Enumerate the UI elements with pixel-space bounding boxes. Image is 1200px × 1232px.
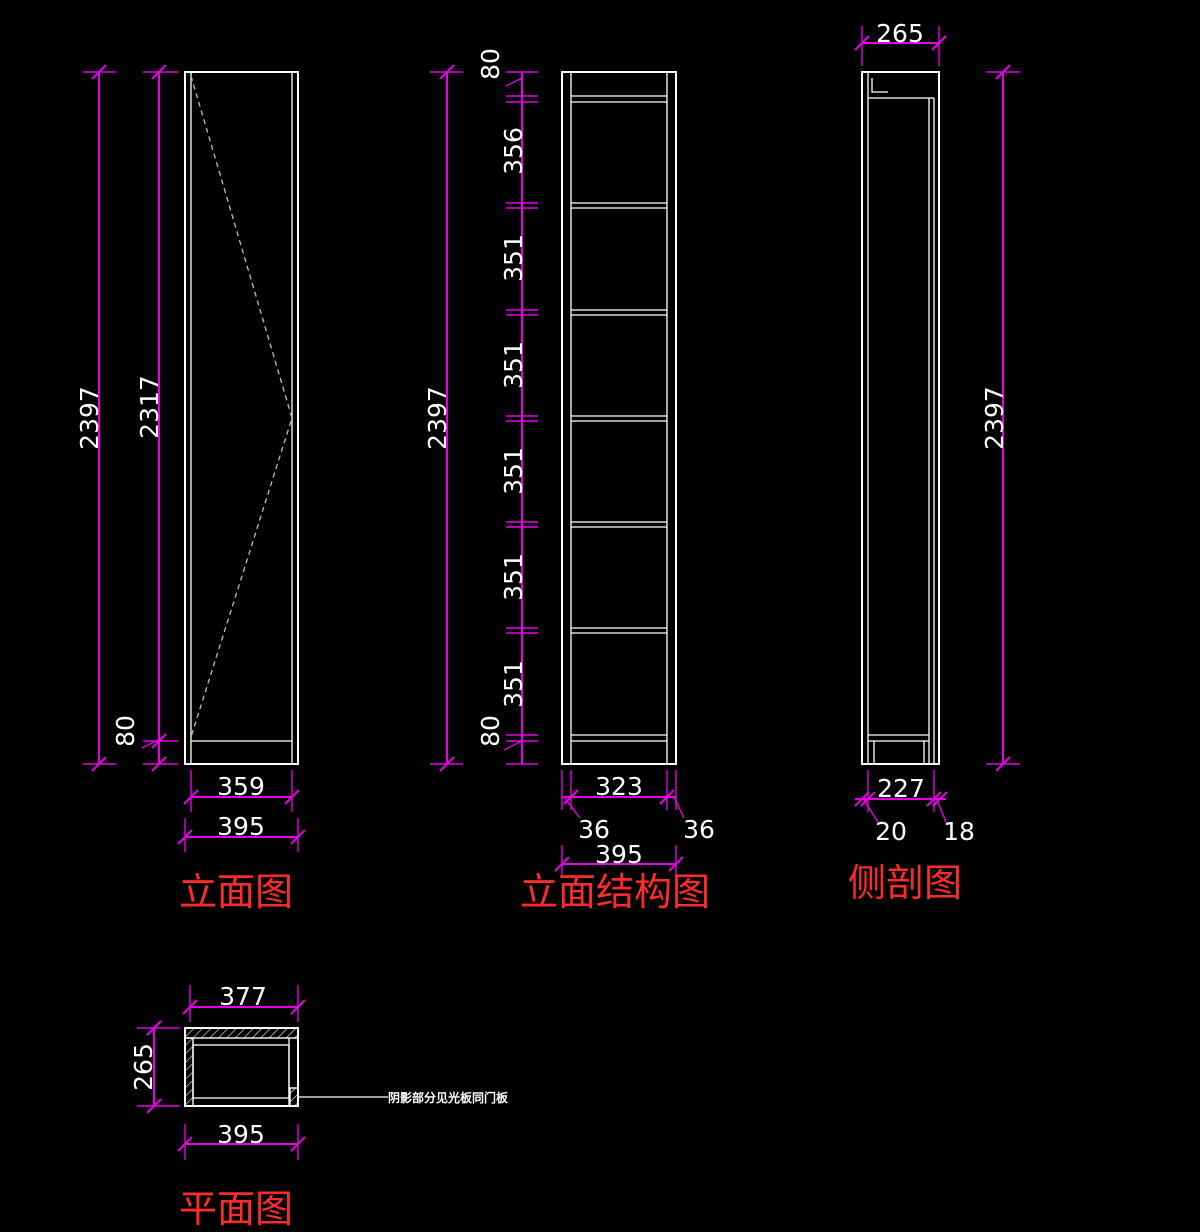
structure-inner-width-label: 323 [595,772,643,801]
structure-bottom-rail-label: 80 [476,715,505,747]
structure-title: 立面结构图 [520,870,710,914]
structure-view: 2397 80 356 351 351 351 [423,48,715,914]
elevation-base-height-label: 80 [111,715,140,747]
section-overall-height-dim: 2397 [980,64,1020,772]
structure-inner-width-dim: 323 36 36 [561,770,715,844]
plan-outline [184,1027,299,1107]
section-inner-depth-label: 227 [877,774,925,803]
structure-bay-3-label: 351 [499,341,528,389]
elevation-inner-height-dim: 2317 80 [111,64,178,772]
section-back-panel-label: 20 [875,817,907,846]
section-overall-depth-dim: 265 [854,19,947,66]
section-inner-depth-dim: 227 20 18 [854,770,975,846]
section-overall-depth-label: 265 [876,19,924,48]
structure-bay-4-label: 351 [499,447,528,495]
structure-overall-width-dim: 395 [554,840,684,876]
plan-note: 阴影部分见光板同门板 [388,1090,509,1105]
plan-overall-width-dim: 395 [177,1120,306,1160]
plan-top-width-label: 377 [219,982,267,1011]
structure-top-rail-label: 80 [476,48,505,80]
plan-top-hatch [184,1027,299,1039]
structure-right-panel-label: 36 [683,815,715,844]
elevation-inner-width-label: 359 [217,772,265,801]
elevation-view: 2397 2317 80 359 [75,64,306,914]
plan-leader: 阴影部分见光板同门板 [298,1090,509,1105]
elevation-title: 立面图 [179,870,293,914]
plan-depth-label: 265 [129,1043,158,1091]
elevation-overall-height-label: 2397 [75,386,104,450]
section-outline [861,71,940,765]
plan-top-width-dim: 377 [182,982,306,1022]
structure-bay-1-label: 356 [499,127,528,175]
structure-outline [561,71,677,765]
plan-depth-dim: 265 [129,1020,179,1114]
elevation-overall-height-dim: 2397 [75,64,116,772]
plan-right-hatch [289,1087,299,1107]
structure-overall-width-label: 395 [595,840,643,869]
elevation-inner-height-label: 2317 [135,375,164,439]
section-overall-height-label: 2397 [980,386,1009,450]
elevation-overall-width-label: 395 [217,812,265,841]
plan-left-hatch [184,1037,194,1107]
elevation-inner-width-dim: 359 [183,770,300,812]
section-view: 265 2397 227 20 18 侧剖图 [848,19,1020,905]
structure-overall-height-label: 2397 [423,386,452,450]
section-front-panel-label: 18 [943,817,975,846]
plan-title: 平面图 [179,1187,293,1231]
structure-bay-6-label: 351 [499,660,528,708]
structure-overall-height-dim: 2397 [423,64,463,772]
structure-bay-5-label: 351 [499,553,528,601]
elevation-outline [184,71,299,765]
structure-chain-dim: 80 356 351 351 351 351 351 80 [476,48,538,765]
plan-view: 377 265 395 阴影部分见光板同门板 平面图 [129,982,509,1231]
section-title: 侧剖图 [848,861,962,905]
structure-bay-2-label: 351 [499,234,528,282]
elevation-overall-width-dim: 395 [177,812,306,852]
structure-left-panel-label: 36 [578,815,610,844]
plan-overall-width-label: 395 [217,1120,265,1149]
